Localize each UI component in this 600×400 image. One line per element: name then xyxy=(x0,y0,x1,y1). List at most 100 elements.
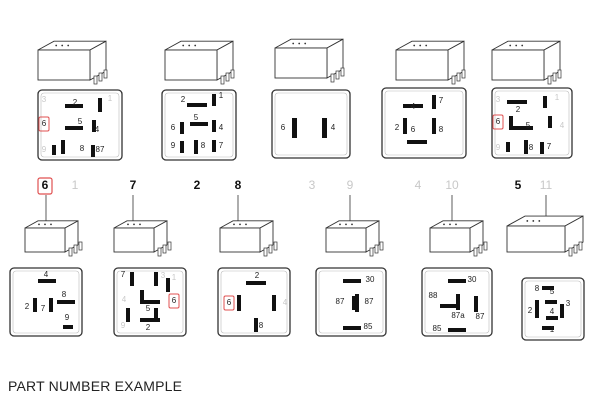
callout-number: 3 xyxy=(309,178,316,192)
pin-label: 1 xyxy=(219,91,224,100)
pin-label: 5 xyxy=(194,113,199,122)
pin-blade xyxy=(190,122,208,126)
pin-blade xyxy=(542,286,554,290)
pin-blade xyxy=(33,298,37,312)
pin-label: 3 xyxy=(566,299,571,308)
relay-prong xyxy=(263,247,268,257)
relay-top-dot xyxy=(182,44,185,47)
relay-body xyxy=(219,220,278,257)
relay-prong xyxy=(157,247,162,257)
pin-blade xyxy=(254,318,258,332)
pin-layout-box xyxy=(271,89,351,159)
pin-label: 4 xyxy=(95,125,100,134)
pin-label: 9 xyxy=(42,145,47,154)
relay-prong xyxy=(98,72,103,82)
pin-label: 2 xyxy=(25,302,30,311)
callout-number: 7 xyxy=(130,178,137,192)
callout-number: 4 xyxy=(415,178,422,192)
pin-layout-inner xyxy=(12,270,80,334)
callout-number: 5 xyxy=(515,178,522,192)
relay-top-dot xyxy=(521,44,524,47)
relay-body xyxy=(506,215,584,257)
relay-body xyxy=(24,220,83,257)
relay-front-face xyxy=(325,227,367,253)
pin-label: 30 xyxy=(366,275,375,284)
pin-blade xyxy=(237,295,241,311)
pin-layout-inner xyxy=(164,92,234,158)
pin-blade xyxy=(212,140,216,152)
pin-blade xyxy=(57,300,75,304)
pin-label: 6 xyxy=(172,296,177,305)
pin-label: 3 xyxy=(161,271,166,280)
pin-label-highlight xyxy=(223,295,235,311)
relay-prong xyxy=(273,241,278,251)
pin-label: 4 xyxy=(44,270,49,279)
pin-label: 3 xyxy=(496,95,501,104)
relay-prong xyxy=(73,244,78,254)
pin-blade xyxy=(535,300,539,318)
relay-top-dot xyxy=(526,220,529,222)
relay-prong xyxy=(473,247,478,257)
pin-label: 4 xyxy=(122,295,127,304)
pin-label: 3 xyxy=(42,95,47,104)
relay-front-face xyxy=(274,47,328,79)
relay-prong xyxy=(573,244,578,254)
pin-label-highlight xyxy=(492,114,504,130)
relay-prong xyxy=(552,72,557,82)
pin-label: 6 xyxy=(171,123,176,132)
pin-label: 6 xyxy=(42,119,47,128)
pin-blade xyxy=(448,279,466,283)
pin-blade xyxy=(507,100,527,104)
pin-label: 4 xyxy=(411,102,416,111)
pin-label: 8 xyxy=(535,284,540,293)
callout-number: 11 xyxy=(540,178,553,192)
pin-label: 1 xyxy=(550,325,555,334)
pin-blade xyxy=(154,272,158,286)
relay-front-face xyxy=(491,49,545,81)
relay-prong xyxy=(578,241,583,251)
relay-top-dot xyxy=(339,223,341,226)
pin-blade xyxy=(180,141,184,153)
relay-body xyxy=(325,220,384,257)
pin-label: 8 xyxy=(62,290,67,299)
pin-label: 2 xyxy=(516,105,521,114)
relay-prong xyxy=(461,69,466,79)
relay-top-dot xyxy=(509,44,512,47)
pin-label-highlight xyxy=(168,293,180,309)
pin-label: 85 xyxy=(433,324,442,333)
pin-blade xyxy=(49,298,53,312)
pin-blade xyxy=(154,308,158,322)
pin-label: 4 xyxy=(331,123,336,132)
relay-prong xyxy=(93,75,98,85)
pin-label: 30 xyxy=(468,275,477,284)
relay-prong xyxy=(340,67,345,77)
relay-top-dot xyxy=(194,44,197,47)
pin-layout-box xyxy=(491,87,573,159)
pin-blade xyxy=(92,120,96,132)
relay-body xyxy=(395,40,466,85)
pin-blade xyxy=(246,281,266,285)
relay-body xyxy=(491,40,562,85)
pin-blade xyxy=(187,103,207,107)
pin-blade xyxy=(322,118,327,138)
pin-blade xyxy=(91,145,95,157)
relay-top-dot xyxy=(127,223,129,226)
relay-top-dot xyxy=(443,223,445,226)
pin-label: 87a xyxy=(451,311,465,320)
relay-top-dot xyxy=(239,223,241,226)
pin-blade xyxy=(52,145,56,155)
pin-label: 9 xyxy=(496,143,501,152)
pin-blade xyxy=(212,120,216,132)
pin-blade xyxy=(352,296,356,310)
pin-blade xyxy=(98,98,102,112)
relay-top-dot xyxy=(44,223,46,226)
pin-blade xyxy=(343,279,361,283)
pin-label: 6 xyxy=(227,298,232,307)
relay-prong xyxy=(335,70,340,80)
pin-label: 7 xyxy=(547,142,552,151)
pin-layout-inner xyxy=(274,92,348,156)
